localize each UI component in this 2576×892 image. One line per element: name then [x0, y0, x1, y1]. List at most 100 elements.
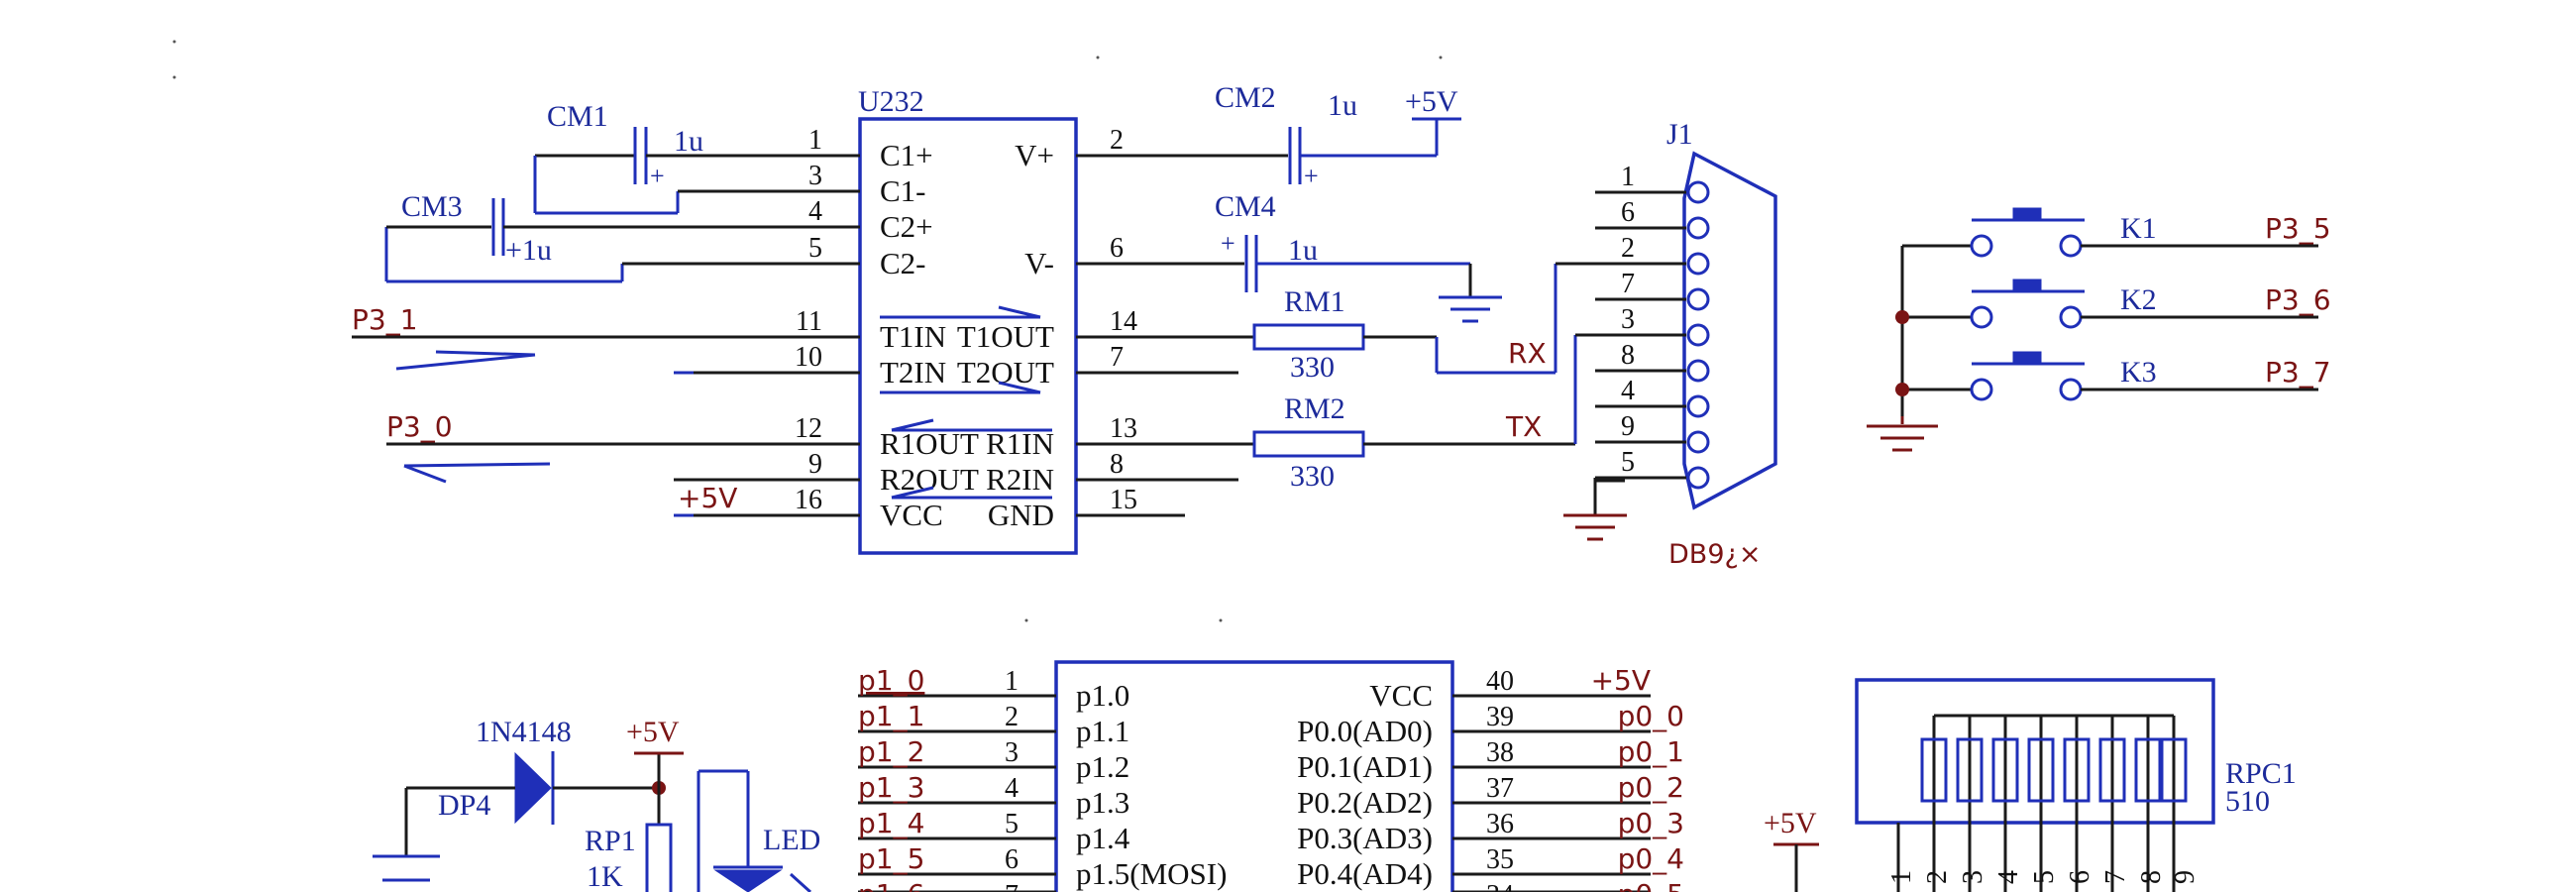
- mcu-pin-name: p1.3: [1076, 785, 1129, 820]
- u232-pin-num: 10: [795, 342, 822, 373]
- db9-pin-num: 5: [1621, 447, 1635, 478]
- diode-part: 1N4148: [476, 716, 572, 748]
- scan-specks: [172, 40, 1443, 622]
- cm1-ref: CM1: [547, 100, 608, 133]
- rpc1-vcc-label: +5V: [1764, 807, 1817, 839]
- u232-pin-num: 7: [1110, 342, 1124, 373]
- diode-vcc: +5V: [626, 716, 680, 748]
- u232-pin-num: 16: [795, 485, 822, 515]
- u232-pin-num: 14: [1110, 306, 1137, 337]
- rm2-resistor: RM2 330 TX: [1238, 333, 1595, 493]
- cm4-value: 1u: [1288, 234, 1318, 267]
- mcu-chip: p1_0 p1_1 p1_2 p1_3 p1_4 p1_5 p1_6 1 2 3…: [858, 660, 1684, 892]
- led-ref: LED: [763, 824, 820, 856]
- mcu-pin-num: 1: [1005, 666, 1019, 697]
- db9-pin-num: 7: [1621, 269, 1635, 299]
- db9-pins: [1595, 180, 1710, 490]
- u232-pin-name: GND: [988, 498, 1054, 532]
- mcu-net: p1_0: [858, 664, 924, 697]
- cm2-vcc: +5V: [1405, 85, 1458, 118]
- mcu-net: +5V: [1591, 664, 1651, 697]
- rpc1-pin-num: 6: [2065, 870, 2095, 884]
- u232-pin-name: C2-: [880, 246, 926, 280]
- u232-pin-name: V-: [1024, 246, 1054, 280]
- mcu-pin-name: P0.3(AD3): [1297, 821, 1433, 855]
- cm2-value: 1u: [1328, 89, 1357, 122]
- cm4-ref: CM4: [1215, 190, 1276, 223]
- rm1-resistor: RM1 330 RX: [1238, 262, 1595, 384]
- u232-pin-num: 13: [1110, 413, 1137, 444]
- u232-pin-name: T1OUT: [957, 319, 1054, 354]
- mcu-pin-name: P0.2(AD2): [1297, 785, 1433, 820]
- db9-shell: [1682, 151, 1777, 510]
- db9-pin-num: 2: [1621, 233, 1635, 264]
- ground-icon: [1867, 416, 1938, 452]
- mcu-pin-num: 35: [1486, 844, 1514, 875]
- u232-pin-name: C2+: [880, 209, 933, 244]
- mcu-pin-name: p1.4: [1076, 821, 1130, 855]
- mcu-net: p0_2: [1618, 771, 1684, 804]
- ground-icon: [1563, 479, 1627, 541]
- diode-ref: DP4: [438, 789, 490, 822]
- mcu-pin-num: 34: [1486, 880, 1514, 892]
- mcu-pin-name: p1.1: [1076, 714, 1129, 748]
- net-vcc: +5V: [678, 482, 737, 514]
- led-indicator: LED: [697, 769, 820, 892]
- mcu-pin-name: P0.0(AD0): [1297, 714, 1433, 748]
- mcu-left-pins: [858, 694, 1056, 892]
- mcu-net: p0_4: [1618, 842, 1684, 875]
- rpc1-pin-num: 1: [1886, 870, 1917, 884]
- u232-pin-name: T2IN: [880, 355, 946, 390]
- mcu-pin-name: p1.5(MOSI): [1076, 856, 1227, 891]
- mcu-pin-name: P0.4(AD4): [1297, 856, 1433, 891]
- rm1-ref: RM1: [1284, 285, 1345, 318]
- u232-pin-name: VCC: [880, 498, 943, 532]
- u232-pin-name: R2IN: [986, 462, 1054, 497]
- mcu-pin-num: 37: [1486, 773, 1514, 804]
- rpc1-resistor-network: RPC1 510 1 2 3 4 5 6: [1855, 678, 2297, 892]
- mcu-body: [1054, 660, 1454, 892]
- mcu-pin-num: 39: [1486, 702, 1514, 732]
- net-rx: RX: [1508, 337, 1547, 370]
- mcu-net: p1_2: [858, 735, 924, 768]
- u232-pin-num: 11: [796, 306, 822, 337]
- cm3-ref: CM3: [401, 190, 463, 223]
- j1-ref: J1: [1666, 118, 1693, 151]
- rpc1-pin-num: 9: [2170, 870, 2200, 884]
- mcu-right-pins: [1452, 694, 1651, 892]
- mcu-net: p1_6: [858, 878, 924, 892]
- u232-pin-num: 9: [808, 449, 822, 480]
- k3-switch: K3 P3_7: [1970, 351, 2331, 401]
- mcu-net: p1_5: [858, 842, 924, 875]
- junction-dot: [1895, 383, 1909, 396]
- net-p3-5: P3_5: [2265, 212, 2331, 245]
- rpc1-elements: [1920, 716, 2188, 892]
- rpc1-pin-num: 5: [2029, 870, 2060, 884]
- k3-ref: K3: [2120, 356, 2157, 389]
- db9-footprint: DB9¿×: [1668, 539, 1761, 570]
- mcu-pin-name: VCC: [1369, 678, 1433, 713]
- net-p3-7: P3_7: [2265, 356, 2331, 389]
- mcu-net: p0_1: [1618, 735, 1684, 768]
- u232-pin-num: 15: [1110, 485, 1137, 515]
- mcu-net: p0_0: [1618, 700, 1684, 732]
- rpc1-vcc: +5V: [1764, 807, 1819, 892]
- mcu-pin-num: 2: [1005, 702, 1019, 732]
- rpc1-ref: RPC1: [2225, 757, 2297, 790]
- u232-pin-num: 5: [808, 233, 822, 264]
- db9-pin-num: 8: [1621, 340, 1635, 371]
- junction-dot: [1895, 310, 1909, 324]
- mcu-pin-name: p1.2: [1076, 749, 1129, 784]
- cm2-plus: +: [1304, 162, 1319, 190]
- u232-pin-num: 3: [808, 161, 822, 191]
- diode-dp4: 1N4148 DP4 +5V: [373, 716, 684, 882]
- p3-1-net: P3_1: [352, 303, 694, 371]
- rpc1-pin-labels: 1 2 3 4 5 6 7 8 9: [1886, 870, 2200, 884]
- u232-ref: U232: [858, 85, 924, 118]
- k1-ref: K1: [2120, 212, 2157, 245]
- db9-pin-num: 9: [1621, 411, 1635, 442]
- rpc1-pin-num: 4: [1993, 870, 2024, 884]
- net-p3-1: P3_1: [352, 303, 418, 336]
- mcu-pin-num: 36: [1486, 809, 1514, 839]
